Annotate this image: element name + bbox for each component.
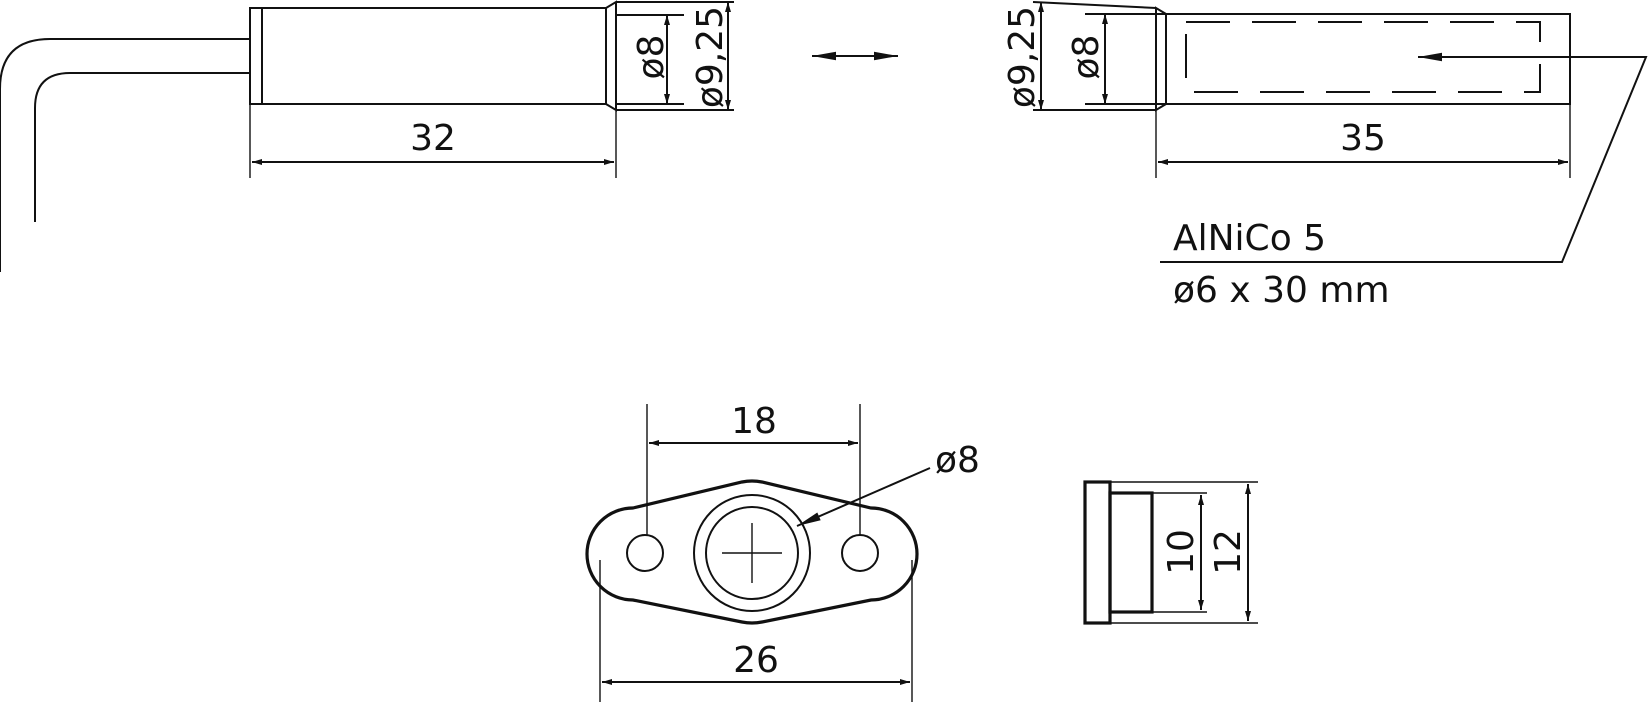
bore-leader-line [796,467,931,527]
reed-switch-view: ø8 ø9,25 32 [0,0,734,272]
magnet-actuator-view: ø9,25 ø8 35 AlNiCo 5 ø6 x 30 mm [1002,1,1648,311]
switch-outer-diameter-label: ø9,25 [690,6,731,108]
hidden-magnet [1185,21,1541,93]
cap-flange [1083,480,1112,625]
switch-end-cap [249,7,263,105]
bore-inner-ring [705,506,799,600]
magnet-body [1165,13,1571,105]
magnet-length-label: 35 [1340,118,1386,159]
switch-length-label: 32 [410,118,456,159]
switch-tip [605,0,617,112]
magnet-material-label: AlNiCo 5 [1173,218,1326,259]
bore-outer-ring [693,494,811,612]
left-mounting-hole [626,534,664,572]
cap-side-view: 10 12 [1083,480,1258,625]
magnet-outer-diameter-label: ø9,25 [1002,6,1043,108]
cable-inner [34,72,250,222]
magnet-size-label: ø6 x 30 mm [1173,270,1390,311]
right-mounting-hole [841,534,879,572]
cap-body [1108,491,1154,614]
bore-diameter-label: ø8 [935,440,980,481]
magnet-leader-line [1160,56,1648,263]
magnet-inner-diameter-label: ø8 [1066,35,1107,80]
hole-spacing-label: 18 [731,401,777,442]
magnet-tip [1155,6,1167,112]
switch-body [261,7,607,105]
flange-width-label: 26 [733,640,779,681]
mounting-flange-view: 18 ø8 26 [585,401,980,702]
cap-inner-height-label: 10 [1161,529,1202,575]
cap-outer-height-label: 12 [1208,529,1249,575]
cable [0,38,250,272]
magnet-outer-top-ext [1032,1,1157,9]
switch-inner-diameter-label: ø8 [631,35,672,80]
flange-outline [585,479,919,625]
